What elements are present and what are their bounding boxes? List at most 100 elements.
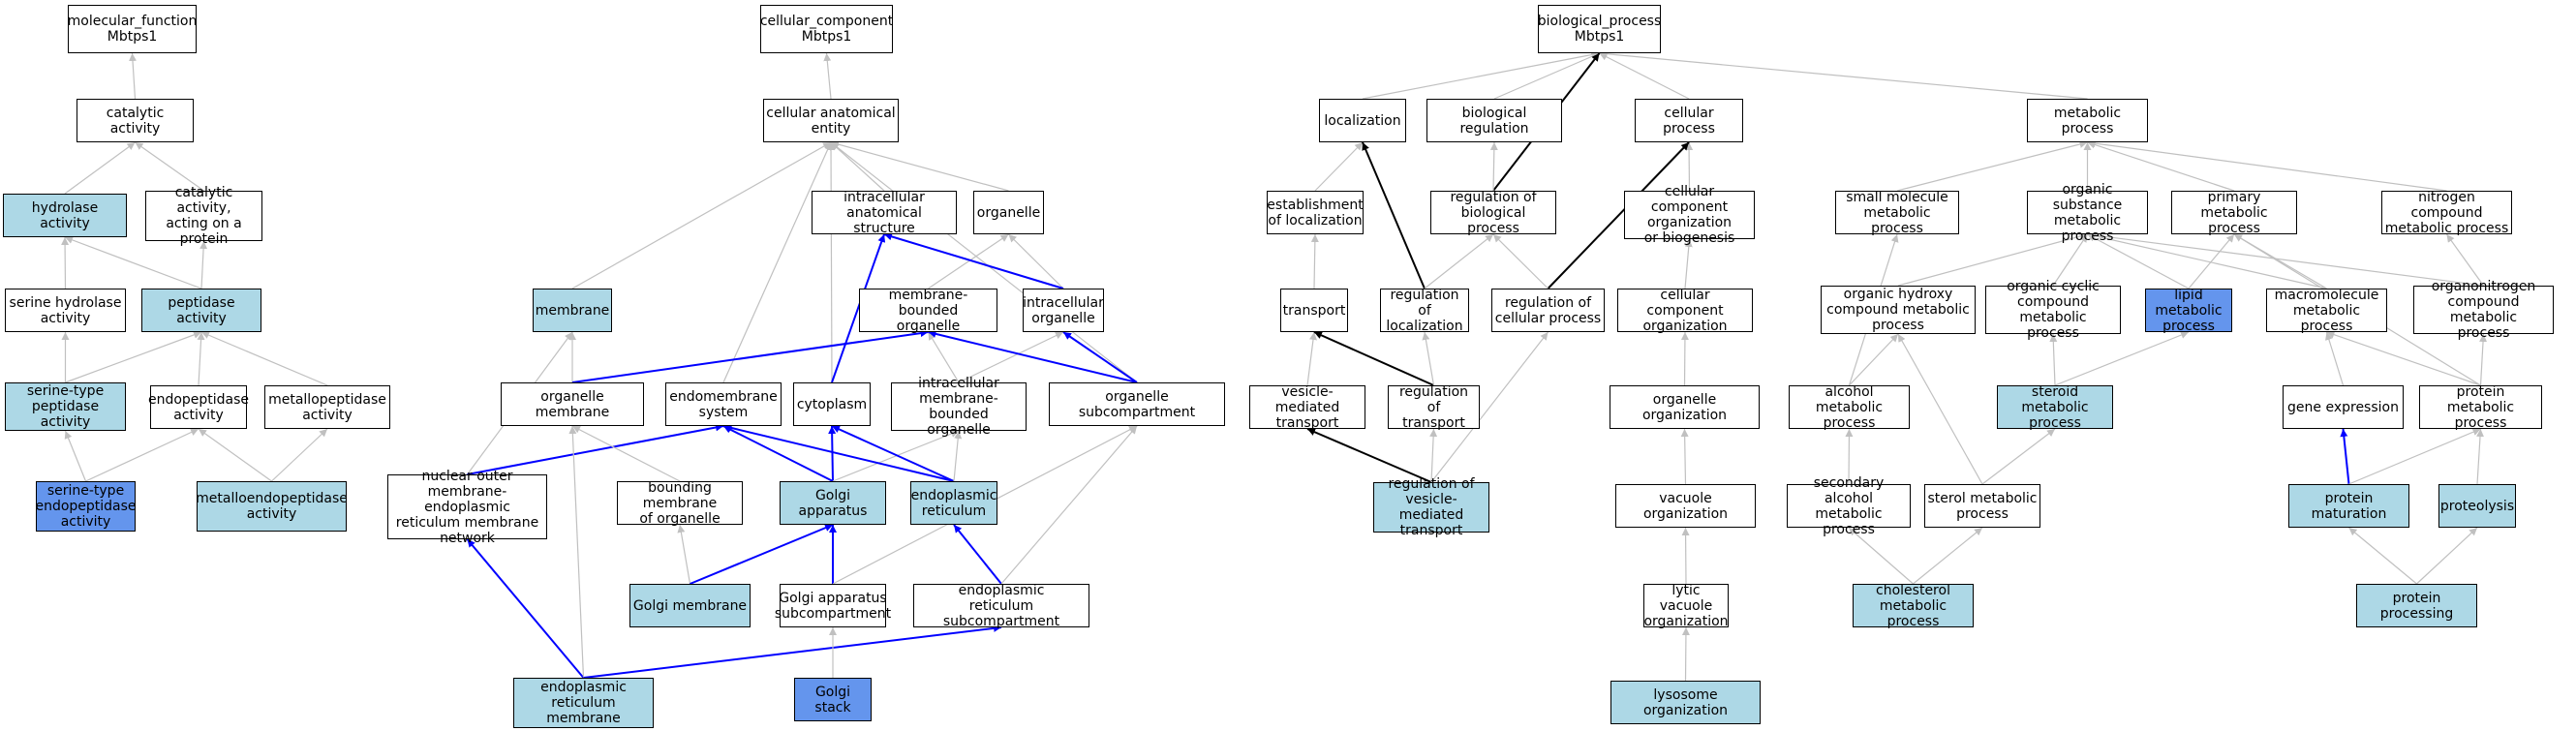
edge-protein-processing-to-proteolysis	[2416, 527, 2478, 585]
node-organonitrogen[interactable]: organonitrogen compound metabolic proces…	[2413, 279, 2554, 341]
edge-cholesterol-metabolic-to-sterol-metabolic	[1913, 527, 1983, 585]
node-golgi-membrane[interactable]: Golgi membrane	[629, 584, 751, 627]
node-bounding-membrane[interactable]: bounding membrane of organelle	[617, 480, 743, 527]
edge-er-subcompartment-to-er	[953, 524, 1002, 585]
node-peptidase-activity[interactable]: peptidase activity	[141, 289, 261, 332]
edge-golgi-membrane-to-bounding-membrane	[677, 524, 691, 585]
node-lipid-metabolic[interactable]: lipid metabolic process	[2145, 288, 2232, 334]
node-organelle-membrane[interactable]: organelle membrane	[501, 382, 644, 426]
edge-sterol-metabolic-to-organic-hydroxy	[1897, 333, 1983, 485]
node-hydrolase-activity[interactable]: hydrolase activity	[3, 194, 127, 237]
node-metallopeptidase[interactable]: metallopeptidase activity	[264, 385, 390, 429]
node-localization[interactable]: localization	[1319, 99, 1406, 142]
edge-lipid-metabolic-to-primary-metabolic	[2188, 233, 2235, 289]
node-biological-regulation[interactable]: biological regulation	[1426, 99, 1562, 142]
edge-metallopeptidase-to-peptidase-activity	[200, 331, 328, 386]
node-protein-maturation[interactable]: protein maturation	[2288, 484, 2409, 528]
edge-organonitrogen-to-nitrogen-compound	[2446, 233, 2484, 287]
edge-serine-endopeptidase-to-serine-peptidase	[64, 430, 87, 482]
node-golgi-stack[interactable]: Golgi stack	[794, 678, 872, 721]
node-endopeptidase[interactable]: endopeptidase activity	[148, 385, 249, 429]
node-organelle-subcompartment[interactable]: organelle subcompartment	[1049, 382, 1225, 426]
node-mf-root[interactable]: molecular_function Mbtps1	[68, 5, 197, 53]
node-bp-root[interactable]: biological_process Mbtps1	[1538, 5, 1661, 53]
edge-metabolic-process-to-bp-root	[1599, 49, 2088, 100]
node-lytic-vacuole[interactable]: lytic vacuole organization	[1643, 582, 1729, 629]
edge-cytoplasm-to-intracellular-structure	[831, 233, 886, 383]
node-protein-processing[interactable]: protein processing	[2356, 584, 2477, 627]
node-cytoplasm[interactable]: cytoplasm	[793, 382, 871, 426]
edge-transport-to-establishment-localization	[1310, 233, 1319, 289]
edge-regulation-transport-to-transport	[1313, 331, 1434, 386]
node-primary-metabolic[interactable]: primary metabolic process	[2171, 190, 2297, 236]
node-endomembrane[interactable]: endomembrane system	[665, 382, 782, 426]
node-cellular-anatomical[interactable]: cellular anatomical entity	[763, 99, 899, 142]
edge-cc-org-biogenesis-to-cellular-process	[1685, 141, 1694, 192]
edge-intracellular-organelle-to-intracellular-structure	[883, 232, 1064, 289]
node-organelle[interactable]: organelle	[973, 191, 1044, 234]
edge-bounding-membrane-to-organelle-membrane	[571, 425, 681, 482]
node-organelle-organization[interactable]: organelle organization	[1610, 385, 1760, 429]
edge-proteolysis-to-protein-metabolic	[2476, 428, 2485, 485]
node-er[interactable]: endoplasmic reticulum	[910, 481, 997, 525]
edge-regulation-cellular-to-cellular-process	[1547, 141, 1690, 289]
node-vesicle-transport[interactable]: vesicle-mediated transport	[1249, 384, 1365, 431]
node-regulation-transport[interactable]: regulation of transport	[1388, 384, 1480, 431]
node-catalytic-activity[interactable]: catalytic activity	[77, 99, 194, 142]
edge-organelle-membrane-to-membrane-bounded	[571, 329, 929, 383]
node-catalytic-protein[interactable]: catalytic activity, acting on a protein	[145, 185, 262, 247]
node-organic-substance[interactable]: organic substance metabolic process	[2027, 182, 2148, 244]
edge-vacuole-organization-to-organelle-organization	[1680, 428, 1689, 485]
node-establishment-localization[interactable]: establishment of localization	[1267, 191, 1364, 234]
edge-golgi-apparatus-to-endomembrane	[722, 425, 834, 482]
node-cellular-process[interactable]: cellular process	[1635, 99, 1743, 142]
node-intracellular-organelle[interactable]: intracellular organelle	[1023, 289, 1104, 332]
edge-lipid-metabolic-to-organic-substance	[2087, 233, 2190, 289]
node-nitrogen-compound[interactable]: nitrogen compound metabolic process	[2381, 190, 2512, 236]
node-cc-root[interactable]: cellular_component Mbtps1	[760, 5, 893, 53]
node-lysosome-organization[interactable]: lysosome organization	[1610, 681, 1761, 724]
node-serine-hydrolase[interactable]: serine hydrolase activity	[5, 289, 126, 332]
node-golgi-apparatus[interactable]: Golgi apparatus	[780, 481, 886, 525]
node-organic-hydroxy[interactable]: organic hydroxy compound metabolic proce…	[1821, 286, 1976, 334]
node-sterol-metabolic[interactable]: sterol metabolic process	[1924, 484, 2040, 528]
edge-protein-maturation-to-protein-metabolic	[2348, 428, 2481, 485]
node-regulation-cellular[interactable]: regulation of cellular process	[1491, 289, 1605, 332]
node-transport[interactable]: transport	[1280, 289, 1348, 332]
node-secondary-alcohol[interactable]: secondary alcohol metabolic process	[1787, 475, 1911, 537]
node-intracellular-structure[interactable]: intracellular anatomical structure	[812, 190, 957, 236]
node-small-molecule[interactable]: small molecule metabolic process	[1835, 190, 1959, 236]
node-cholesterol-metabolic[interactable]: cholesterol metabolic process	[1853, 583, 1974, 629]
node-gene-expression[interactable]: gene expression	[2283, 385, 2404, 429]
node-macromolecule[interactable]: macromolecule metabolic process	[2266, 288, 2387, 334]
node-golgi-subcompartment[interactable]: Golgi apparatus subcompartment	[775, 584, 891, 627]
node-cc-organization[interactable]: cellular component organization	[1617, 288, 1753, 334]
node-vacuole-organization[interactable]: vacuole organization	[1615, 484, 1756, 528]
edge-cellular-process-to-bp-root	[1599, 52, 1690, 100]
node-regulation-localization[interactable]: regulation of localization	[1380, 288, 1469, 334]
node-serine-peptidase[interactable]: serine-type peptidase activity	[5, 382, 126, 431]
node-er-membrane[interactable]: endoplasmic reticulum membrane	[513, 678, 654, 728]
node-proteolysis[interactable]: proteolysis	[2438, 484, 2516, 528]
node-protein-metabolic[interactable]: protein metabolic process	[2419, 384, 2542, 431]
edge-establishment-localization-to-localization	[1314, 141, 1364, 192]
edge-nitrogen-compound-to-metabolic-process	[2087, 139, 2447, 192]
node-nuclear-outer[interactable]: nuclear outer membrane-endoplasmic retic…	[387, 469, 547, 546]
node-steroid-metabolic[interactable]: steroid metabolic process	[1997, 384, 2113, 431]
node-metabolic-process[interactable]: metabolic process	[2027, 99, 2148, 142]
edge-organelle-subcompartment-to-cellular-anatomical	[830, 141, 1138, 383]
node-cc-org-biogenesis[interactable]: cellular component organization or bioge…	[1624, 184, 1755, 246]
edge-er-membrane-to-organelle-membrane	[568, 425, 585, 679]
node-regulation-bp[interactable]: regulation of biological process	[1430, 190, 1556, 236]
node-membrane-bounded[interactable]: membrane-bounded organelle	[859, 288, 997, 334]
node-intracellular-membrane-bounded[interactable]: intracellular membrane-bounded organelle	[891, 376, 1027, 438]
edge-peptidase-activity-to-hydrolase-activity	[64, 236, 202, 289]
node-membrane[interactable]: membrane	[533, 289, 612, 332]
node-regulation-vesicle[interactable]: regulation of vesicle-mediated transport	[1373, 476, 1489, 538]
node-organic-cyclic[interactable]: organic cyclic compound metabolic proces…	[1985, 279, 2121, 341]
edge-biological-regulation-to-bp-root	[1493, 52, 1600, 100]
node-metalloendopeptidase[interactable]: metalloendopeptidase activity	[196, 481, 348, 532]
node-er-subcompartment[interactable]: endoplasmic reticulum subcompartment	[913, 583, 1089, 629]
node-alcohol-metabolic[interactable]: alcohol metabolic process	[1789, 384, 1910, 431]
node-serine-endopeptidase[interactable]: serine-type endopeptidase activity	[35, 481, 137, 532]
